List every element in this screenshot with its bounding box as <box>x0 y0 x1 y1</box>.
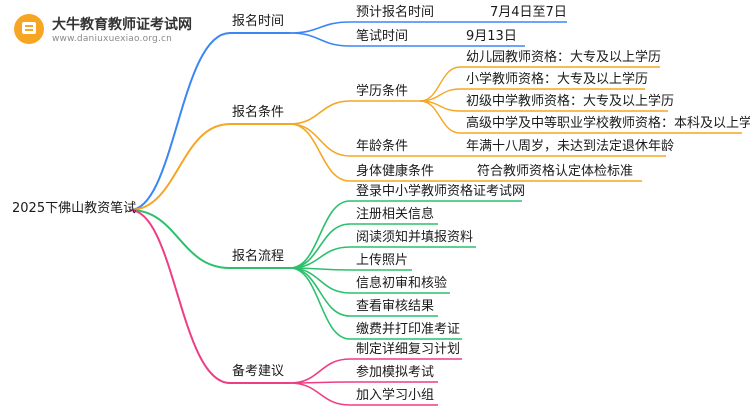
edge-flow-2 <box>289 223 351 269</box>
time-item-label: 笔试时间 <box>356 29 409 44</box>
branch-advice: 备考建议 <box>232 364 285 379</box>
edge-flow-1 <box>289 200 351 269</box>
edge-root-cond <box>129 123 231 211</box>
edge-flow-5 <box>289 267 351 294</box>
edge-advice-3 <box>289 382 351 406</box>
edge-edu-4 <box>419 100 461 134</box>
cond-health-label: 身体健康条件 <box>356 164 435 179</box>
branch-flow: 报名流程 <box>232 249 285 264</box>
advice-item: 参加模拟考试 <box>356 365 435 380</box>
advice-item: 加入学习小组 <box>356 388 435 403</box>
edge-time-1 <box>289 21 351 34</box>
flow-item: 缴费并打印准考证 <box>356 322 461 337</box>
edge-root-advice <box>129 209 231 384</box>
flow-item: 登录中小学教师资格证考试网 <box>356 184 526 199</box>
edge-flow-7 <box>289 267 351 340</box>
time-item-value: 9月13日 <box>466 29 517 44</box>
book-icon <box>14 14 44 44</box>
edu-item: 幼儿园教师资格：大专及以上学历 <box>466 50 662 65</box>
edge-root-flow <box>129 209 231 269</box>
flow-item: 阅读须知并填报资料 <box>356 230 474 245</box>
site-name: 大牛教育教师证考试网 <box>52 17 192 33</box>
flow-item: 上传照片 <box>356 253 409 268</box>
flow-item: 注册相关信息 <box>356 207 435 222</box>
cond-age-label: 年龄条件 <box>356 139 409 154</box>
edu-item: 小学教师资格：大专及以上学历 <box>466 72 649 87</box>
edge-time-2 <box>289 32 351 47</box>
edu-item: 初级中学教师资格：大专及以上学历 <box>466 94 675 109</box>
branch-time: 报名时间 <box>232 14 285 29</box>
edge-cond-edu <box>289 100 351 125</box>
cond-edu-label: 学历条件 <box>356 84 409 99</box>
flow-item: 查看审核结果 <box>356 299 435 314</box>
advice-item: 制定详细复习计划 <box>356 342 461 357</box>
branch-cond: 报名条件 <box>232 105 285 120</box>
edge-edu-1 <box>419 66 461 102</box>
site-url: www.daniuxuexiao.org.cn <box>52 34 173 44</box>
edu-item: 高级中学及中等职业学校教师资格：本科及以上学历 <box>466 116 750 131</box>
edge-advice-1 <box>289 358 351 384</box>
edge-root-time <box>129 32 231 211</box>
time-item-label: 预计报名时间 <box>356 5 435 20</box>
time-item-value: 7月4日至7日 <box>490 5 567 20</box>
flow-item: 信息初审和核验 <box>356 276 448 291</box>
cond-age-value: 年满十八周岁，未达到法定退休年龄 <box>466 139 675 154</box>
cond-health-value: 符合教师资格认定体检标准 <box>477 164 634 179</box>
site-logo: 大牛教育教师证考试网 www.daniuxuexiao.org.cn <box>14 10 192 46</box>
root-node: 2025下佛山教资笔试 <box>12 201 137 216</box>
edge-cond-health <box>289 123 351 182</box>
